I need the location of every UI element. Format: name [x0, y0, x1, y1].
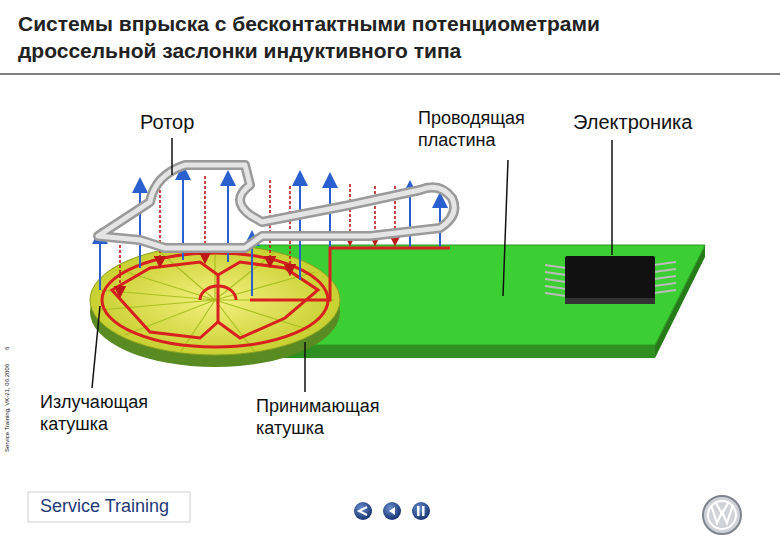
- footer-brand: Service Training: [40, 496, 190, 518]
- nav-buttons: [354, 502, 430, 520]
- part-label: Электроника: [573, 110, 723, 134]
- footer-box: [28, 492, 190, 522]
- part-label: Ротор: [140, 110, 230, 134]
- coil-disc: [90, 245, 340, 367]
- leader-lines: [92, 138, 612, 392]
- part-label: Проводящая пластина: [418, 108, 568, 151]
- rotor-shape: [98, 165, 454, 248]
- part-label: Принимающая катушка: [256, 396, 426, 439]
- header-rule: [0, 73, 780, 75]
- vw-logo: [703, 496, 741, 534]
- part-label: Излучающая катушка: [40, 392, 190, 435]
- slide-title: Системы впрыска с бесконтактными потенци…: [18, 10, 678, 65]
- electronics-chip: [545, 256, 676, 304]
- page-number: 6: [4, 347, 11, 350]
- footer-note: Service Training, VK-21, 06.2006: [4, 364, 11, 452]
